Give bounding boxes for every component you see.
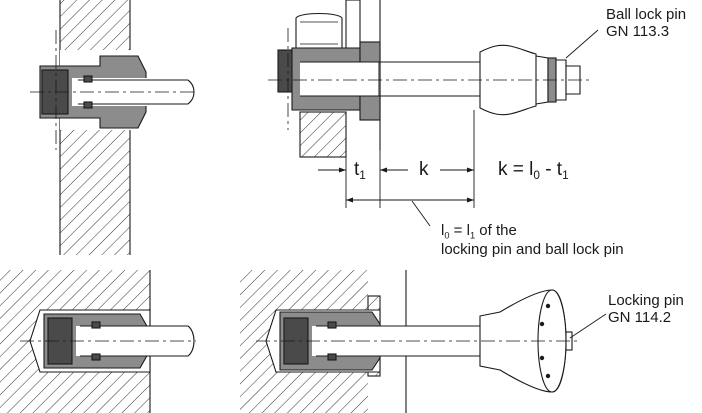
bushing-head bbox=[283, 317, 309, 365]
view-top-right bbox=[268, 0, 599, 158]
callout-ball-lock-pin-code: GN 113.3 bbox=[606, 23, 670, 41]
callout-locking-pin-name: Locking pin bbox=[608, 292, 684, 309]
view-bottom-left bbox=[0, 270, 196, 413]
hex-nut bbox=[295, 12, 343, 54]
pin-shaft bbox=[78, 79, 188, 105]
view-top-left bbox=[30, 0, 195, 255]
note-sub0: 0 bbox=[444, 230, 450, 241]
formula-sub0: 0 bbox=[533, 169, 540, 183]
note-l: l bbox=[441, 222, 445, 239]
note-leader bbox=[411, 200, 431, 227]
dimension-lines bbox=[318, 110, 475, 227]
callout-locking-pin: Locking pin GN 114.2 bbox=[608, 292, 684, 327]
hatched-wall bbox=[300, 112, 346, 157]
formula-mid: - t bbox=[539, 159, 563, 180]
length-note: l0 = l1 of the locking pin and ball lock… bbox=[441, 222, 624, 258]
pin-handle bbox=[479, 44, 537, 116]
callout-ball-lock-pin: Ball lock pin GN 113.3 bbox=[606, 6, 686, 41]
dimension-t1: t1 bbox=[354, 159, 366, 183]
callout-locking-pin-code: GN 114.2 bbox=[608, 309, 672, 327]
pin-shaft bbox=[316, 325, 480, 357]
formula-sub1: 1 bbox=[562, 169, 569, 183]
dimension-k-text: k bbox=[419, 159, 429, 180]
note-of-the: of the bbox=[475, 222, 517, 239]
note-eq: = l bbox=[449, 222, 470, 239]
length-note-line2: locking pin and ball lock pin bbox=[441, 240, 624, 258]
dimension-t1-base: t bbox=[354, 159, 360, 180]
dimension-t1-sub: 1 bbox=[359, 169, 366, 183]
view-bottom-right bbox=[240, 270, 607, 413]
dimension-formula: k = l0 - t1 bbox=[498, 159, 569, 183]
callout-ball-lock-pin-name: Ball lock pin bbox=[606, 6, 687, 23]
note-sub1: 1 bbox=[469, 230, 476, 241]
formula-lhs: k = l bbox=[498, 159, 534, 180]
callout-leader bbox=[569, 313, 607, 339]
callout-leader bbox=[565, 29, 599, 59]
dimension-k: k bbox=[419, 159, 429, 181]
length-note-line1: l0 = l1 of the bbox=[441, 222, 624, 241]
pin-shaft bbox=[300, 61, 480, 97]
